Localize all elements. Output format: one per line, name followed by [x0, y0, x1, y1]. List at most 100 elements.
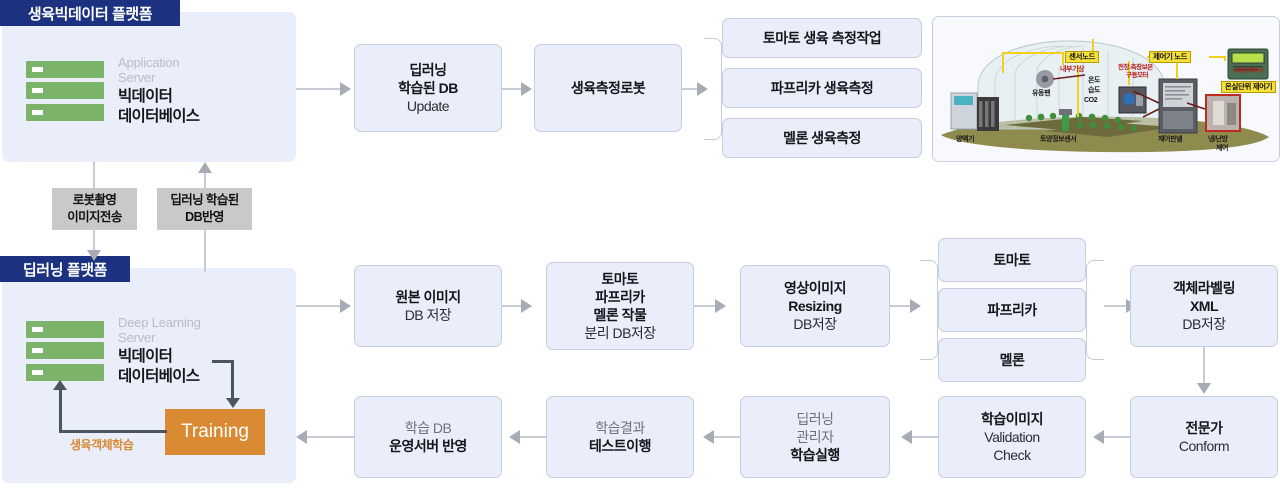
line-apply-to-dlpanel: [306, 436, 354, 438]
arrow-robot-to-branch: [697, 82, 708, 96]
gh-label-humidity: 습도: [1088, 87, 1101, 94]
arrow-training-to-test: [703, 430, 714, 444]
training-in-line-h: [212, 360, 234, 363]
gh-label-hvac: 냉/난방: [1208, 136, 1228, 143]
box-melon-task[interactable]: 멜론 생육측정: [722, 118, 922, 158]
arrow-resizing-to-branch: [910, 299, 921, 313]
box-tomato-label: 토마토: [993, 251, 1031, 268]
box-validation-check-line-1: Validation: [984, 428, 1040, 445]
gh-label-ceiling-sidewall: 천장.측창보온: [1118, 64, 1153, 71]
box-origin-image-db-line-0: 원본 이미지: [395, 288, 461, 305]
line-labeling-to-expert: [1203, 347, 1205, 385]
box-db-update[interactable]: 딥러닝 학습된 DB Update: [354, 44, 502, 132]
box-melon-label: 멜론: [999, 351, 1025, 368]
arrow-expert-to-validation: [1093, 430, 1104, 444]
gh-label-greenhouse-controller: 온실단위 제어기: [1221, 81, 1277, 94]
arrow-labeling-to-expert: [1197, 383, 1211, 394]
box-object-labeling-xml[interactable]: 객체라벨링 XML DB저장: [1130, 265, 1278, 347]
arrow-crop-to-resizing: [715, 299, 726, 313]
deeplearning-server-block: Deep Learning Server 빅데이터 데이터베이스: [26, 315, 201, 386]
box-expert-conform-line-0: 전문가: [1185, 419, 1223, 436]
box-crop-split-db-line-0: 토마토: [601, 270, 639, 287]
arrow-validation-to-training: [901, 430, 912, 444]
box-test-execute-line-1: 테스트이행: [589, 438, 651, 454]
arrow-dbupdate-to-robot: [521, 82, 532, 96]
box-expert-conform[interactable]: 전문가 Conform: [1130, 396, 1278, 478]
box-paprika-task-label: 파프리카 생육측정: [770, 79, 874, 96]
box-crop-split-db-line-1: 파프리카: [595, 288, 645, 305]
line-test-to-apply: [520, 436, 546, 438]
gh-label-complex-env-controller: 복합환경제어기: [1234, 68, 1264, 74]
gh-label-temperature: 온도: [1088, 77, 1101, 84]
dl-server-main-2: 데이터베이스: [118, 367, 200, 385]
line-bigdata-to-dl-bottom: [93, 230, 95, 252]
box-training-run-line-0: 딥러닝: [796, 410, 834, 427]
box-measure-robot-label: 생육측정로봇: [570, 79, 646, 96]
bigdata-server-main-2: 데이터베이스: [118, 107, 200, 125]
line-training-to-test: [714, 436, 740, 438]
chip-robot-image-line2: 이미지전송: [67, 210, 122, 224]
box-training-run-line-2: 학습실행: [790, 447, 840, 464]
loop-label: 생육객체학습: [70, 438, 134, 452]
dl-server-main-1: 빅데이터: [118, 347, 173, 365]
gh-label-soil-sensor: 토양정보센서: [1040, 136, 1077, 143]
line-origin-to-crop: [502, 305, 528, 307]
box-crop-split-db[interactable]: 토마토 파프리카 멜론 작물 분리 DB저장: [546, 262, 694, 350]
box-training-run-line-1: 관리자: [796, 428, 834, 445]
loop-arrow: [53, 380, 67, 390]
loop-line-v: [59, 390, 62, 433]
line-dlpanel-to-origin: [296, 305, 340, 307]
box-db-update-line-0: 딥러닝: [409, 61, 447, 78]
bigdata-server-main-1: 빅데이터: [118, 87, 173, 105]
box-resizing-db-line-0: 영상이미지: [784, 279, 846, 296]
line-robot-to-branch: [682, 88, 700, 90]
line-expert-to-validation: [1104, 436, 1130, 438]
box-resizing-db-line-1: Resizing: [788, 297, 842, 314]
box-resizing-db[interactable]: 영상이미지 Resizing DB저장: [740, 265, 890, 347]
bigdata-server-sub-1: Application: [118, 55, 180, 70]
box-tomato-task[interactable]: 토마토 생육 측정작업: [722, 18, 922, 58]
training-in-arrow: [226, 398, 240, 408]
box-expert-conform-line-1: Conform: [1178, 438, 1230, 454]
dl-server-sub-2: Server: [118, 330, 156, 346]
gh-label-inner-weather: 내부기상: [1060, 66, 1085, 73]
box-db-update-line-2: Update: [406, 98, 450, 115]
box-apply-ops-server-line-1: 운영서버 반영: [389, 438, 467, 454]
box-training-run[interactable]: 딥러닝 관리자 학습실행: [740, 396, 890, 478]
gh-label-co2: CO2: [1084, 97, 1098, 104]
box-melon[interactable]: 멜론: [938, 338, 1086, 382]
gh-label-drive-motor: 구동모터: [1126, 72, 1149, 79]
box-melon-task-label: 멜론 생육측정: [783, 129, 861, 146]
box-measure-robot[interactable]: 생육측정로봇: [534, 44, 682, 132]
box-origin-image-db[interactable]: 원본 이미지 DB 저장: [354, 265, 502, 347]
training-box[interactable]: Training: [165, 409, 265, 455]
box-paprika-task[interactable]: 파프리카 생육측정: [722, 68, 922, 108]
box-db-update-line-1: 학습된 DB: [398, 79, 458, 96]
box-crop-split-db-line-3: 분리 DB저장: [584, 325, 656, 342]
gh-label-sensor-node: 센서노드: [1065, 51, 1099, 64]
dl-server-sub-1: Deep Learning: [118, 315, 201, 330]
bigdata-server-text: Application Server 빅데이터 데이터베이스: [118, 55, 200, 126]
gh-label-circulation-fan: 유동팬: [1032, 90, 1051, 97]
box-paprika[interactable]: 파프리카: [938, 288, 1086, 332]
box-tomato-task-label: 토마토 생육 측정작업: [762, 29, 882, 46]
gh-label-hvac-control: 제어: [1216, 145, 1229, 152]
box-validation-check-line-2: Check: [993, 447, 1031, 464]
box-paprika-label: 파프리카: [987, 301, 1037, 318]
box-validation-check-line-0: 학습이미지: [981, 410, 1043, 427]
box-tomato[interactable]: 토마토: [938, 238, 1086, 282]
box-apply-ops-server[interactable]: 학습 DB 운영서버 반영: [354, 396, 502, 478]
box-object-labeling-xml-line-0: 객체라벨링: [1173, 279, 1235, 296]
panel-deeplearning-platform-title: 딥러닝 플랫폼: [0, 256, 130, 282]
box-object-labeling-xml-line-1: XML: [1189, 297, 1219, 314]
chip-db-reflect: 딥러닝 학습된 DB반영: [157, 188, 252, 230]
box-crop-split-db-line-2: 멜론 작물: [593, 307, 647, 323]
arrow-panel-to-dbupdate: [340, 82, 351, 96]
chip-db-reflect-line1: 딥러닝 학습된: [170, 193, 239, 208]
box-validation-check[interactable]: 학습이미지 Validation Check: [938, 396, 1086, 478]
chip-robot-image-line1: 로봇촬영: [72, 193, 117, 208]
arrow-bigdata-to-dl: [87, 250, 101, 261]
panel-bigdata-platform-title: 생육빅데이터 플랫폼: [0, 0, 180, 26]
box-test-execute[interactable]: 학습결과 테스트이행: [546, 396, 694, 478]
